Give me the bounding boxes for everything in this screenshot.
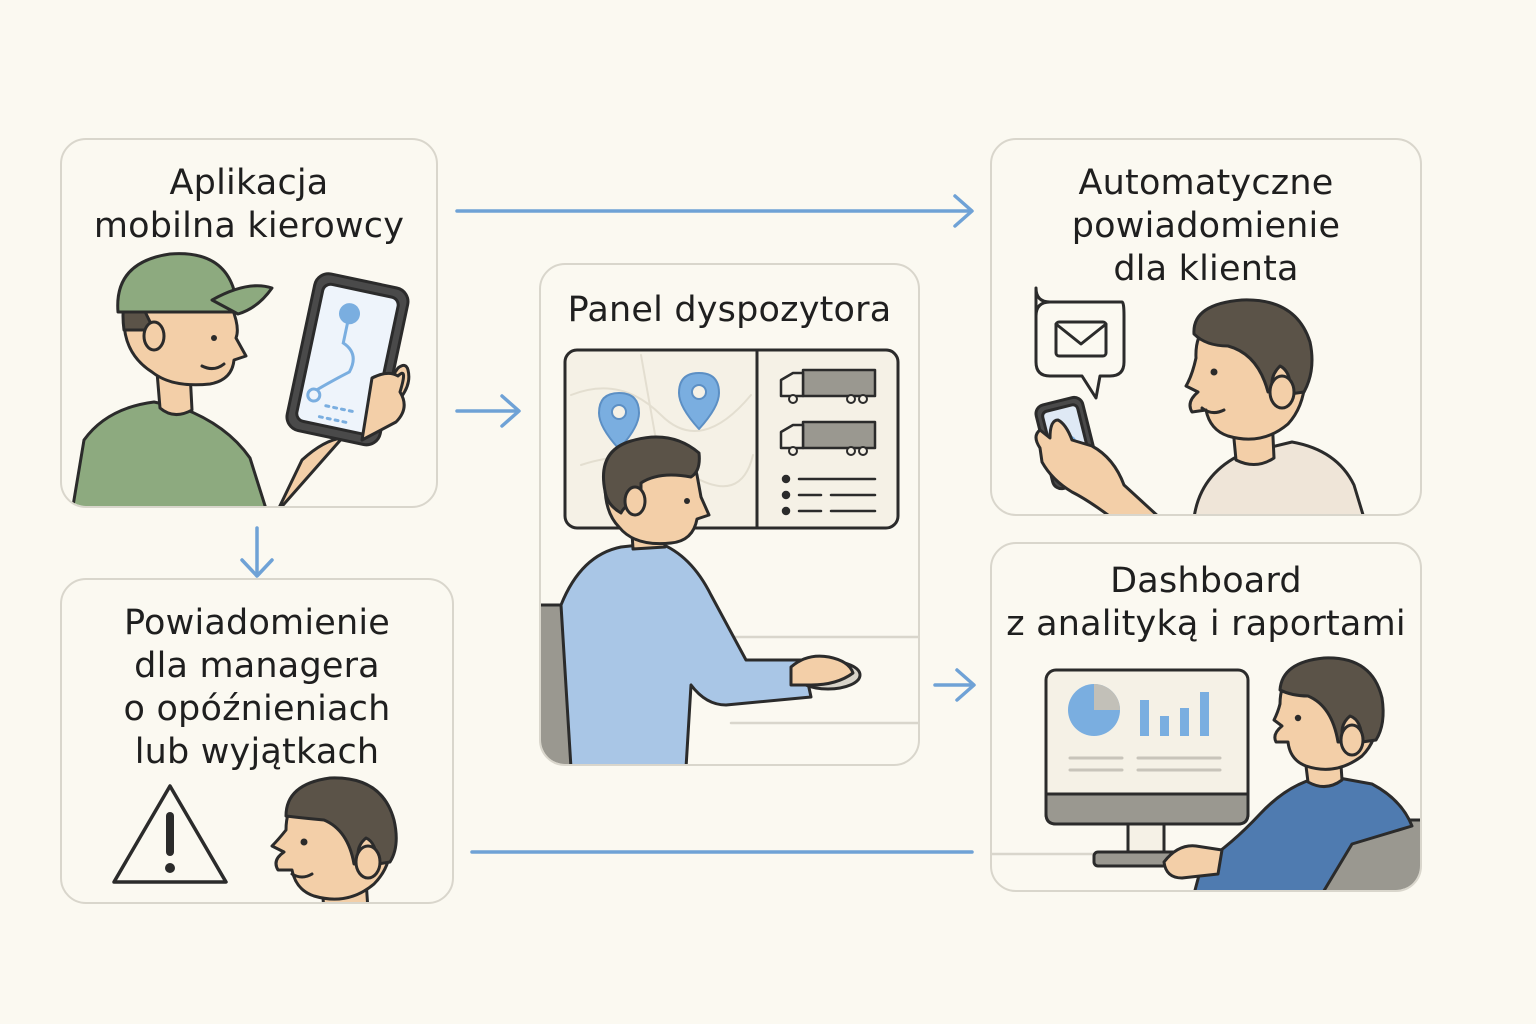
card-client-notification: Automatyczne powiadomienie dla klienta — [990, 138, 1422, 516]
dispatcher-illustration — [541, 348, 918, 764]
arrow-driver-to-client — [455, 194, 974, 228]
truck-icon — [779, 420, 877, 456]
card-manager-notification: Powiadomienie dla managera o opóźnieniac… — [60, 578, 454, 904]
driver-illustration — [71, 252, 411, 506]
card-dashboard: Dashboard z analityką i raportami — [990, 542, 1422, 892]
dashboard-illustration — [992, 656, 1420, 890]
map-pin-icon — [678, 372, 720, 430]
arrow-driver-to-manager — [240, 526, 274, 578]
arrow-driver-to-dispatcher — [455, 394, 521, 428]
card-title: Dashboard z analityką i raportami — [1006, 561, 1406, 644]
card-title: Automatyczne powiadomienie dla klienta — [1071, 163, 1341, 289]
arrow-dispatcher-to-dashboard — [933, 668, 976, 702]
card-title: Powiadomienie dla managera o opóźnieniac… — [123, 603, 391, 772]
card-title: Panel dyspozytora — [567, 290, 892, 330]
manager-illustration — [112, 776, 398, 902]
card-dispatcher-panel: Panel dyspozytora — [539, 263, 920, 766]
envelope-icon — [1054, 320, 1108, 358]
bar-chart-icon — [1140, 692, 1209, 736]
warning-icon — [112, 784, 228, 884]
card-driver-app: Aplikacja mobilna kierowcy — [60, 138, 438, 508]
card-title: Aplikacja mobilna kierowcy — [93, 163, 405, 246]
list-icon — [781, 474, 877, 516]
pie-chart-icon — [1068, 684, 1120, 736]
client-illustration — [1034, 286, 1365, 514]
truck-icon — [779, 368, 877, 404]
